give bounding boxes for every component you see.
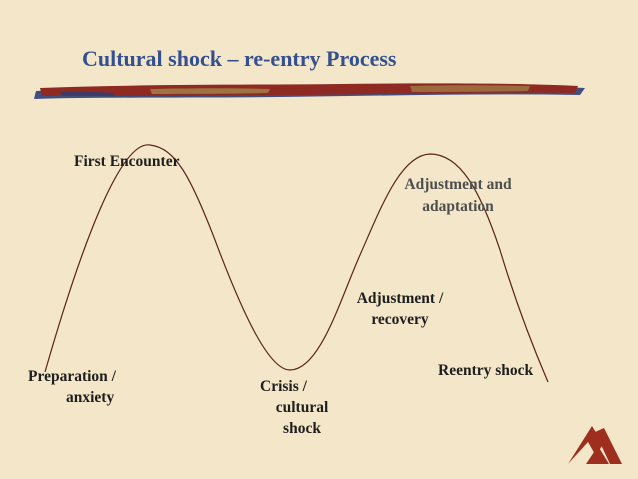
label-crisis-cultural-shock: Crisis / cultural shock xyxy=(260,378,329,437)
mountain-logo-icon xyxy=(568,426,622,464)
label-adjustment-recovery: Adjustment / recovery xyxy=(356,290,444,328)
label-preparation-anxiety: Preparation / anxiety xyxy=(28,368,116,406)
label-adjustment-adaptation: Adjustment and adaptation xyxy=(404,176,512,215)
title-banner xyxy=(34,83,585,99)
adjustment-curve xyxy=(44,144,549,383)
label-reentry-shock: Reentry shock xyxy=(438,362,534,379)
label-first-encounter: First Encounter xyxy=(74,153,180,170)
slide-title: Cultural shock – re-entry Process xyxy=(82,46,397,71)
